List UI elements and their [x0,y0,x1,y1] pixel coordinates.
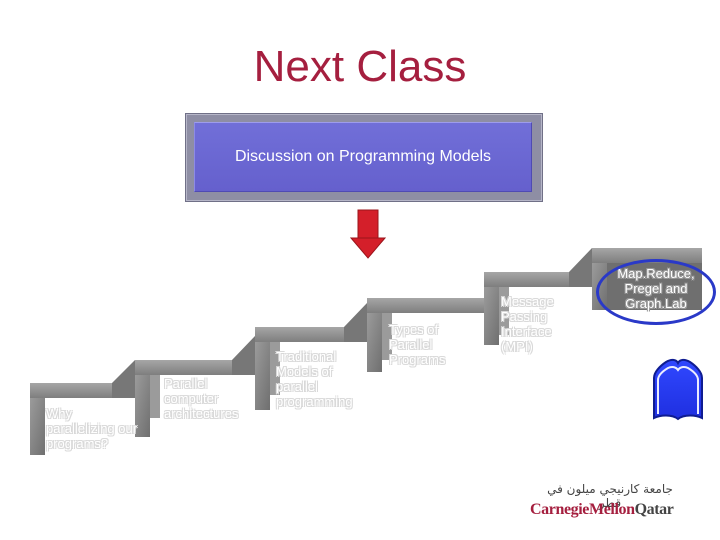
step-6-label: Map.Reduce, Pregel and Graph.Lab [617,266,695,311]
step-2 [135,336,255,437]
step-3-label: Traditional Models of parallel programmi… [276,349,353,409]
discussion-label: Discussion on Programming Models [194,122,532,192]
step-5 [484,248,592,345]
cmu-qatar-logo: جامعة كارنيجي ميلون في قطر CarnegieMello… [530,482,690,522]
discussion-box: Discussion on Programming Models [185,113,543,202]
logo-arabic-text: جامعة كارنيجي ميلون في قطر [547,482,673,510]
step-5-label: Message Passing Interface (MPI) [501,294,554,354]
step-1 [30,360,135,455]
slide-title: Next Class [253,42,467,91]
step-1-label: Why parallelizing our programs? [46,406,138,451]
logo-english-text: CarnegieMellonQatar [530,501,674,518]
red-down-arrow-icon [350,209,386,259]
step-3 [255,303,367,410]
step-4-label: Types of Parallel Programs [389,322,446,367]
step-2-label: Parallel computer architectures [164,376,239,421]
blue-up-arrow-icon [653,358,703,421]
